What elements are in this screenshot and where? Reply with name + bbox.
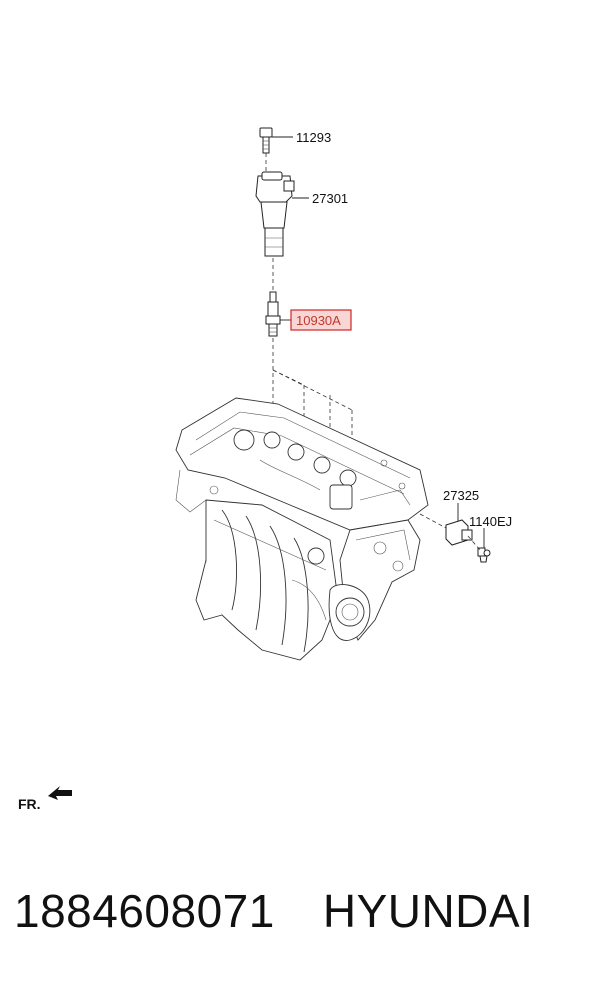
- part-number: 1884608071: [14, 885, 275, 937]
- guide-sensor-engine: [419, 513, 447, 529]
- footer: 1884608071 HYUNDAI: [14, 876, 594, 946]
- callout-11293[interactable]: 11293: [296, 130, 331, 145]
- guide-bolt-sensor: [467, 535, 481, 551]
- ignition-coil-27301[interactable]: [255, 171, 295, 257]
- callout-1140EJ[interactable]: 1140EJ: [469, 514, 512, 529]
- front-direction-indicator: FR.: [18, 786, 72, 812]
- bolt-1140EJ[interactable]: [477, 547, 491, 563]
- direction-label: FR.: [18, 796, 41, 812]
- spark-plug-10930A[interactable]: [265, 291, 281, 337]
- callout-27325[interactable]: 27325: [443, 488, 479, 503]
- brand-name: HYUNDAI: [322, 885, 534, 937]
- callout-27301[interactable]: 27301: [312, 191, 348, 206]
- bolt-11293[interactable]: [259, 127, 273, 154]
- engine-assembly: [175, 397, 429, 661]
- sensor-27325[interactable]: [445, 519, 473, 546]
- highlight-box-10930A: [290, 309, 352, 331]
- front-arrow-icon: [48, 786, 72, 800]
- callout-10930A[interactable]: 10930A: [296, 313, 341, 328]
